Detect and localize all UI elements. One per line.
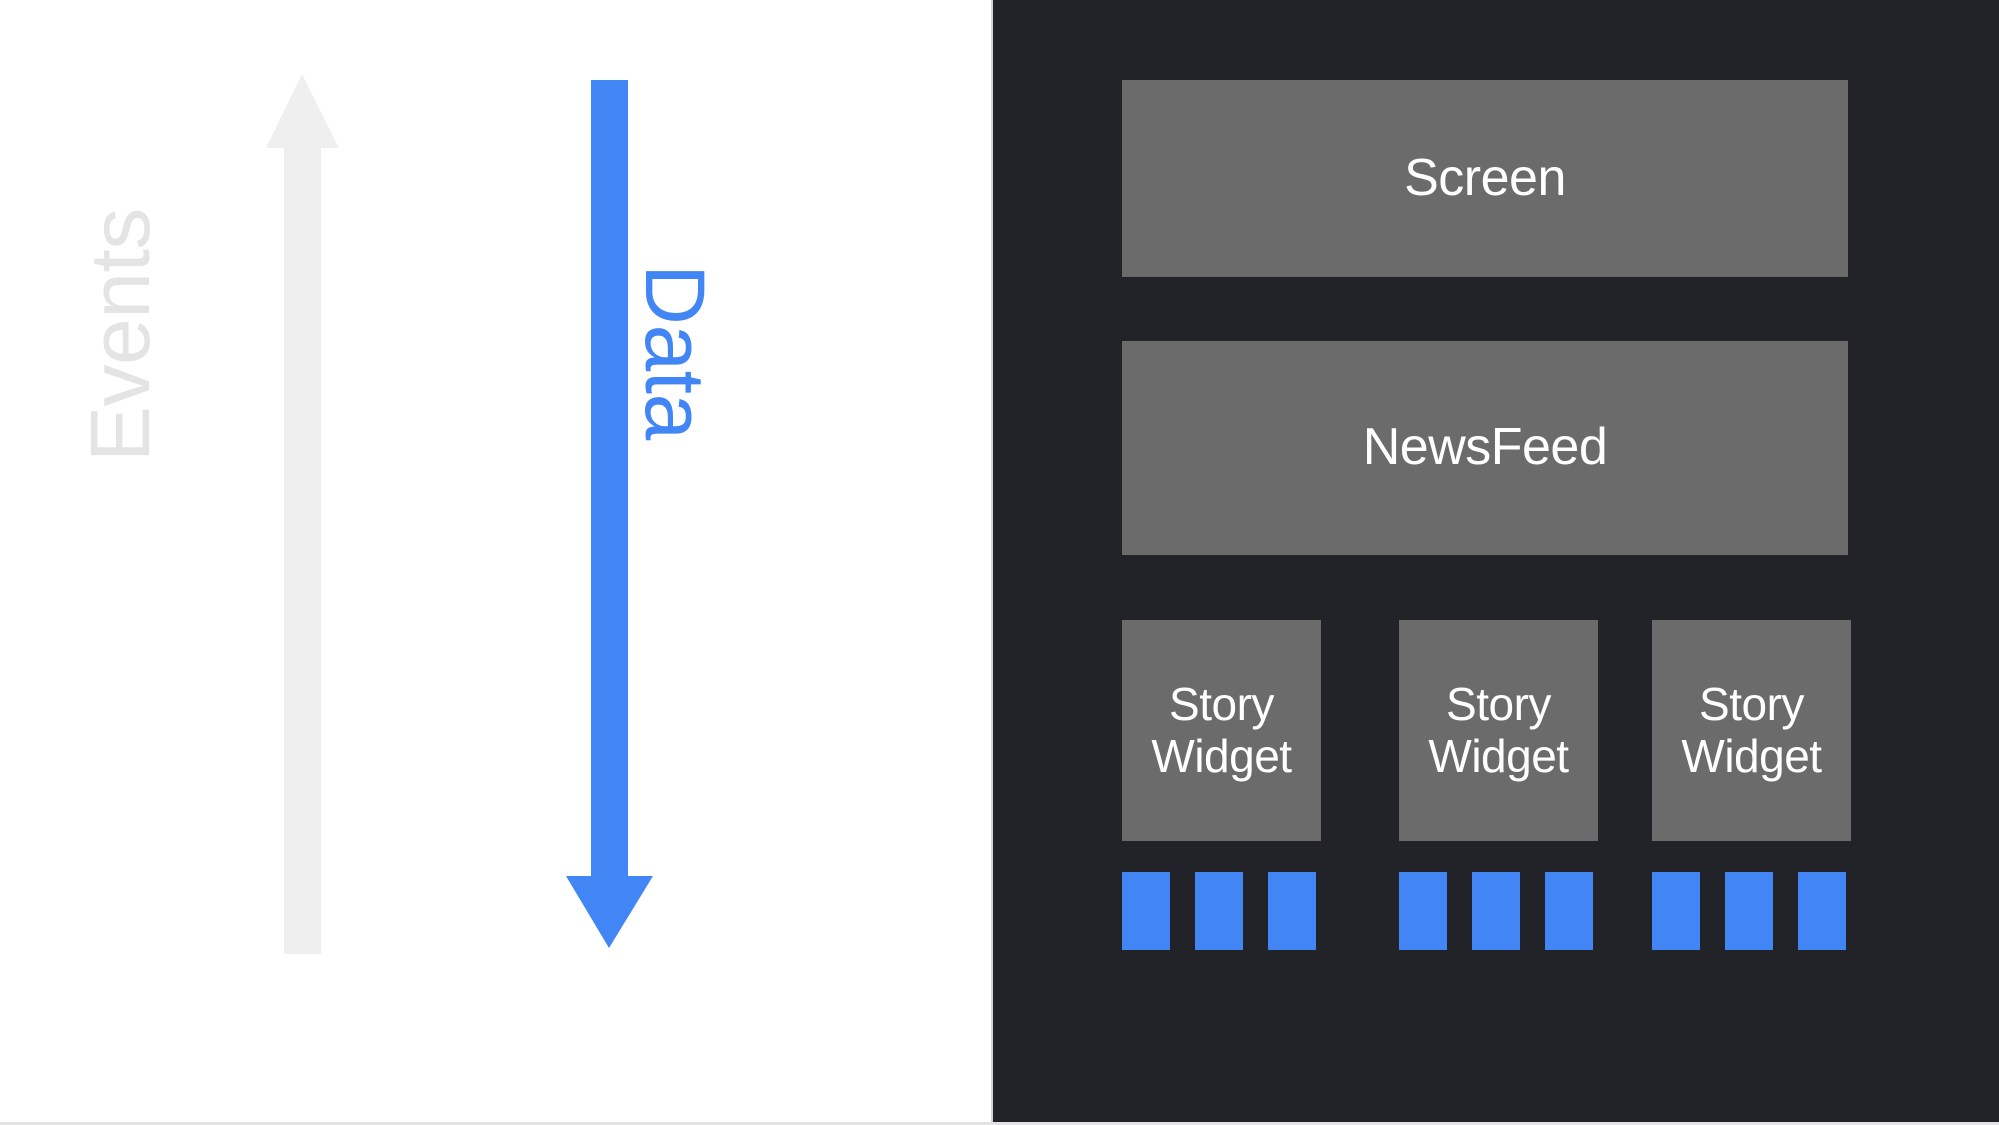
- story-widget-label-line2: Widget: [1428, 729, 1569, 782]
- node-story-widget[interactable]: Story Widget: [1652, 620, 1851, 841]
- story-widget-label-line2: Widget: [1681, 729, 1822, 782]
- story-widget-label-line1: Story: [1169, 677, 1274, 730]
- node-screen[interactable]: Screen: [1122, 80, 1848, 277]
- leaf-node[interactable]: [1122, 872, 1170, 950]
- leaf-group: [1399, 872, 1593, 950]
- leaf-node[interactable]: [1472, 872, 1520, 950]
- leaf-group: [1122, 872, 1316, 950]
- story-widget-label-line1: Story: [1446, 677, 1551, 730]
- events-axis-label: Events: [73, 208, 167, 462]
- node-newsfeed[interactable]: NewsFeed: [1122, 341, 1848, 555]
- leaf-node[interactable]: [1268, 872, 1316, 950]
- leaf-node[interactable]: [1195, 872, 1243, 950]
- data-axis-label: Data: [628, 264, 722, 440]
- leaf-node-row: [1122, 872, 1848, 950]
- node-story-widget[interactable]: Story Widget: [1399, 620, 1598, 841]
- component-tree-pane: Screen NewsFeed Story Widget Story Widge…: [991, 0, 1999, 1122]
- leaf-node[interactable]: [1399, 872, 1447, 950]
- leaf-node[interactable]: [1652, 872, 1700, 950]
- leaf-node[interactable]: [1725, 872, 1773, 950]
- story-widget-row: Story Widget Story Widget Story Widget: [1122, 620, 1851, 841]
- story-widget-label-line2: Widget: [1151, 729, 1292, 782]
- events-arrow-up-icon: [266, 74, 339, 954]
- data-arrow-down-icon: [566, 80, 653, 948]
- flow-legend-pane: Events Data: [0, 0, 991, 1122]
- story-widget-label-line1: Story: [1699, 677, 1804, 730]
- leaf-group: [1652, 872, 1846, 950]
- leaf-node[interactable]: [1798, 872, 1846, 950]
- leaf-node[interactable]: [1545, 872, 1593, 950]
- node-story-widget[interactable]: Story Widget: [1122, 620, 1321, 841]
